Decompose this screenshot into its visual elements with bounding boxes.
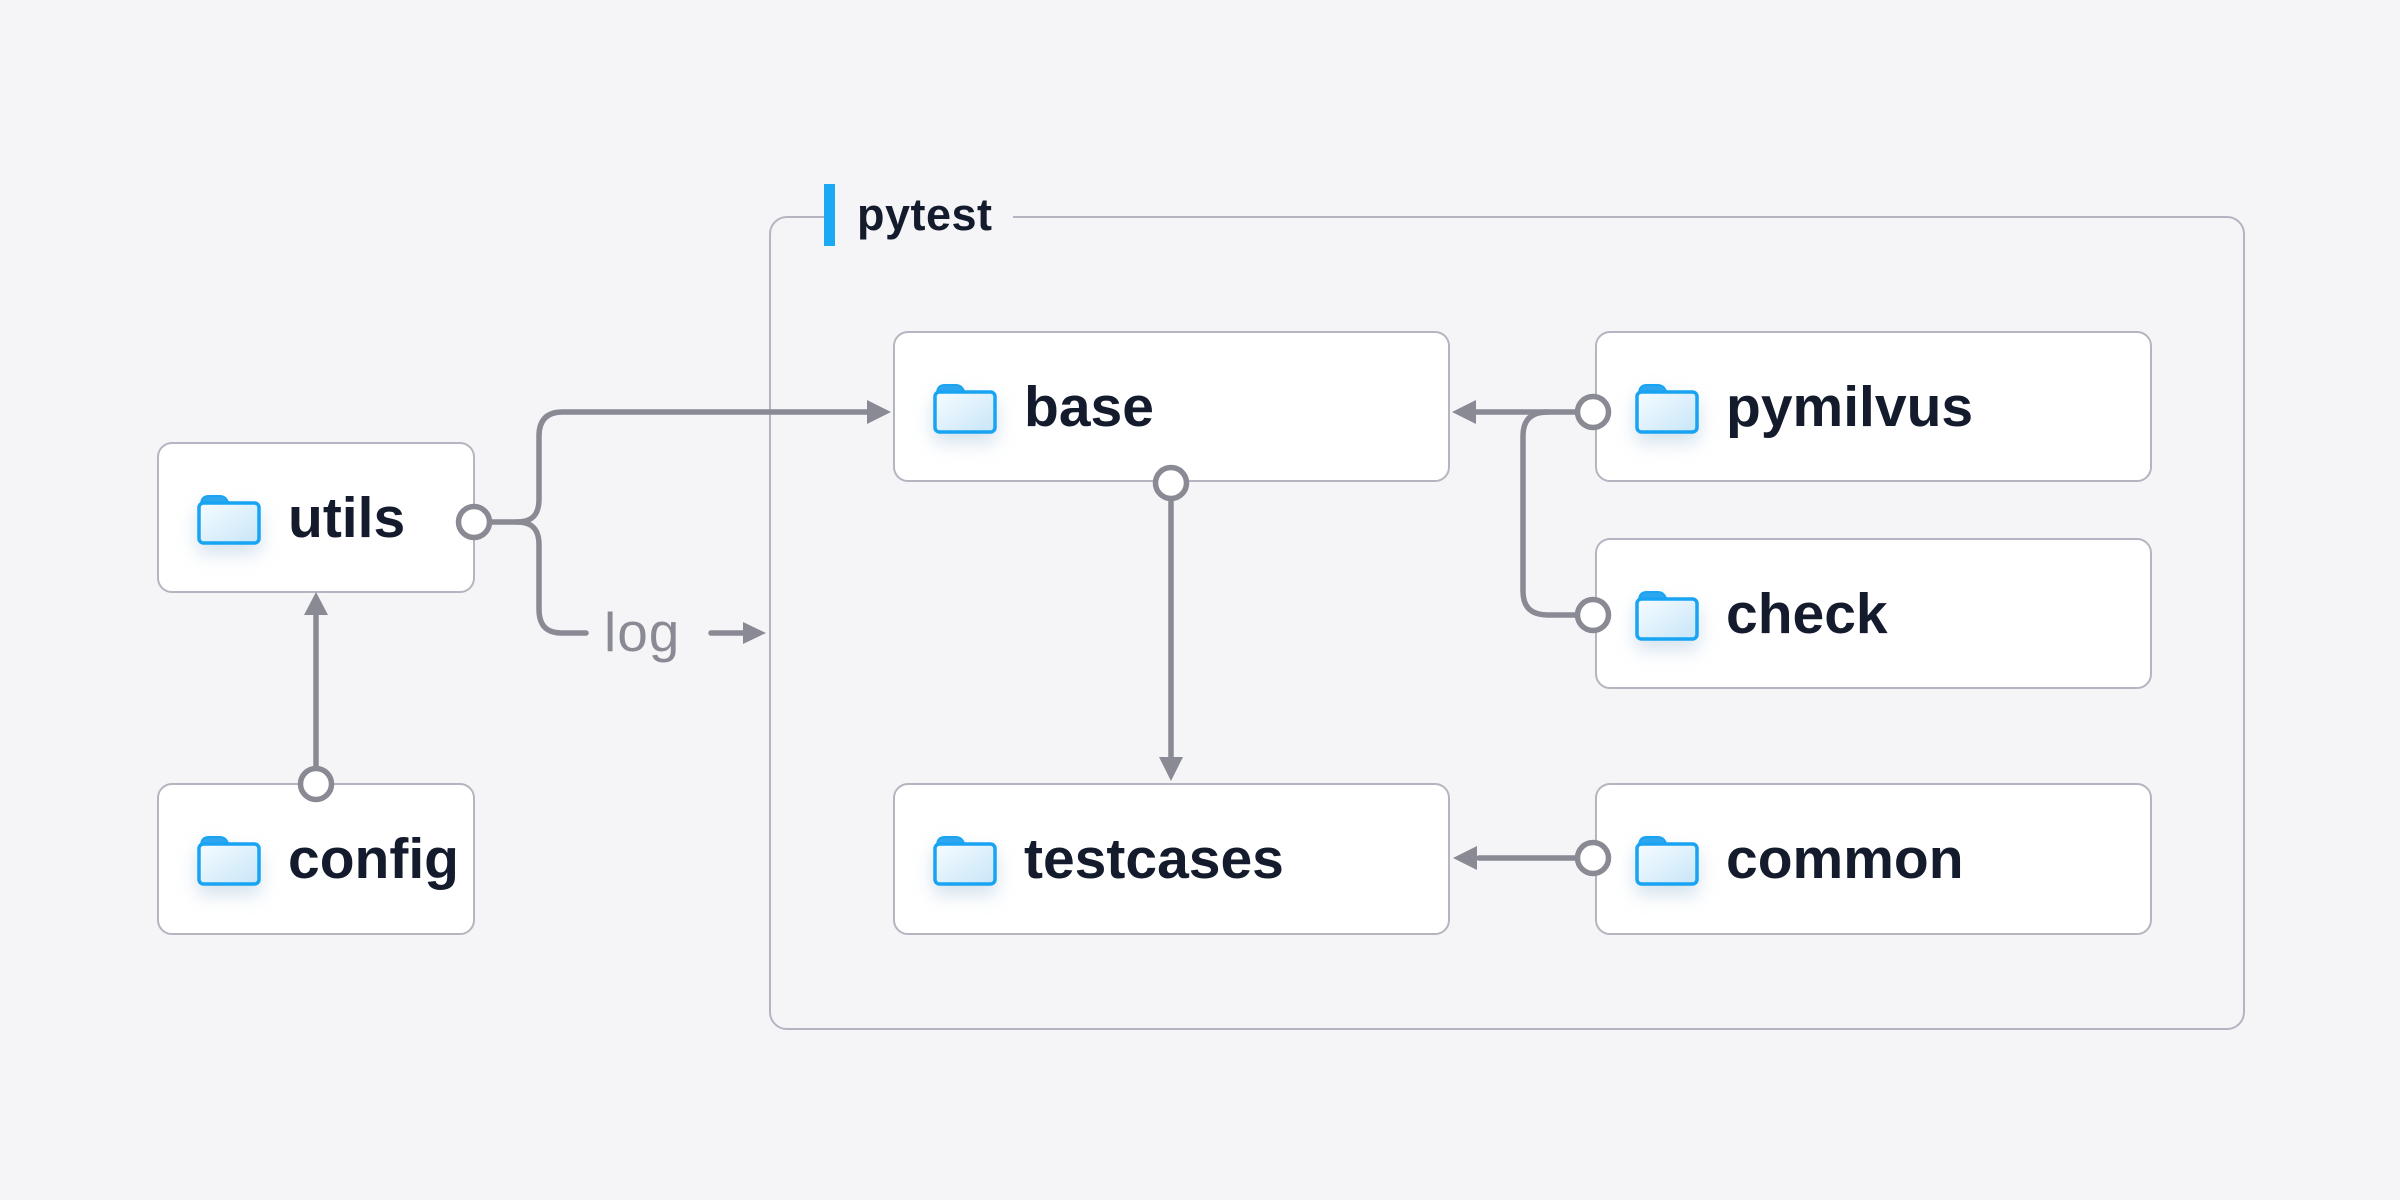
node-common: common <box>1595 783 2152 935</box>
node-testcases-label: testcases <box>1024 827 1284 891</box>
pytest-container-label: pytest <box>824 183 1013 247</box>
node-utils-label: utils <box>288 485 406 550</box>
accent-bar <box>824 184 835 246</box>
node-pymilvus-label: pymilvus <box>1726 374 1974 439</box>
node-check-label: check <box>1726 581 1888 646</box>
node-pymilvus: pymilvus <box>1595 331 2152 482</box>
folder-icon <box>197 494 261 545</box>
folder-icon <box>197 836 261 886</box>
arrowhead-up <box>304 592 328 615</box>
folder-icon <box>1635 383 1699 434</box>
node-config-label: config <box>288 827 459 891</box>
node-check: check <box>1595 538 2152 689</box>
folder-icon <box>933 836 997 886</box>
folder-icon <box>1635 590 1699 641</box>
node-base: base <box>893 331 1450 482</box>
arrowhead-right <box>743 622 766 644</box>
pytest-container-title: pytest <box>857 189 993 240</box>
node-testcases: testcases <box>893 783 1450 935</box>
node-common-label: common <box>1726 827 1964 891</box>
folder-icon <box>933 383 997 434</box>
folder-icon <box>1635 836 1699 886</box>
node-utils: utils <box>157 442 475 593</box>
edge-config-utils <box>304 592 328 771</box>
node-base-label: base <box>1024 374 1154 439</box>
edge-label-log: log <box>604 601 681 663</box>
edge-log-container <box>708 622 766 644</box>
node-config: config <box>157 783 475 935</box>
pytest-container <box>769 216 2245 1030</box>
